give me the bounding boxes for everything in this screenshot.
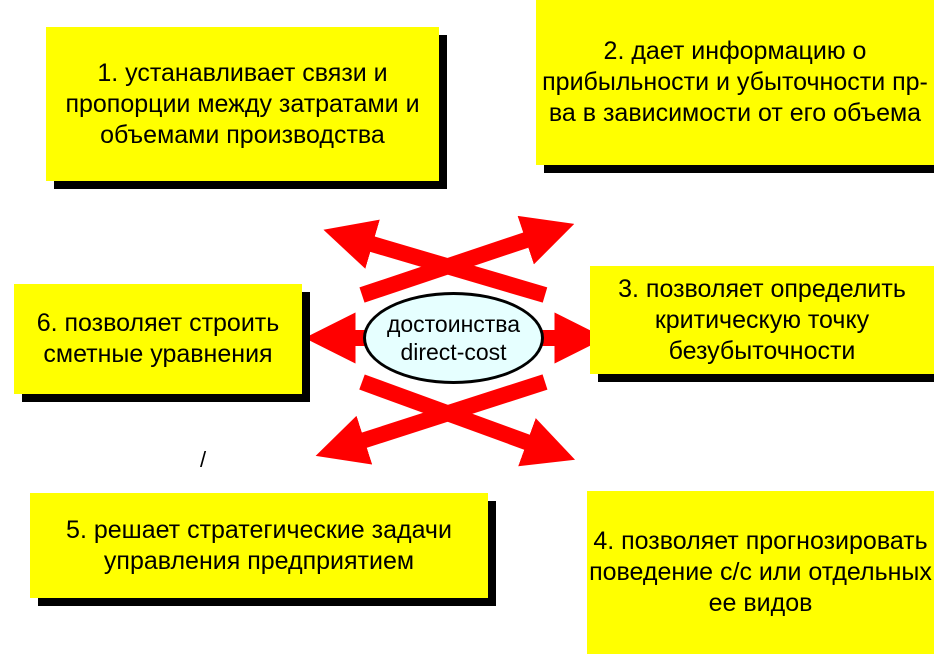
advantage-box-1: 1. устанавливает связи и пропорции между… bbox=[46, 27, 439, 181]
center-ellipse: достоинства direct-cost bbox=[363, 292, 544, 384]
advantage-box-1-text: 1. устанавливает связи и пропорции между… bbox=[65, 58, 420, 149]
stray-mark: / bbox=[200, 447, 207, 472]
advantage-box-4-text: 4. позволяет прогнозировать поведение с/… bbox=[589, 527, 932, 617]
advantage-box-2: 2. дает информацию о прибыльности и убыт… bbox=[536, 0, 934, 165]
arrow-to-box-4 bbox=[359, 374, 576, 467]
advantage-box-3: 3. позволяет определить критическую точк… bbox=[590, 266, 934, 374]
arrow-to-box-2 bbox=[359, 215, 575, 303]
center-label-line-1: достоинства bbox=[386, 311, 521, 337]
advantage-box-4: 4. позволяет прогнозировать поведение с/… bbox=[587, 491, 934, 654]
advantage-box-6: 6. позволяет строить сметные уравнения bbox=[14, 284, 302, 394]
advantage-box-5: 5. решает стратегические задачи управлен… bbox=[30, 493, 488, 598]
advantage-box-6-text: 6. позволяет строить сметные уравнения bbox=[36, 309, 280, 368]
advantage-box-5-text: 5. решает стратегические задачи управлен… bbox=[66, 515, 452, 575]
advantage-box-3-text: 3. позволяет определить критическую точк… bbox=[618, 274, 906, 365]
center-label-line-2: direct-cost bbox=[400, 339, 507, 365]
advantage-box-2-text: 2. дает информацию о прибыльности и убыт… bbox=[542, 37, 928, 127]
